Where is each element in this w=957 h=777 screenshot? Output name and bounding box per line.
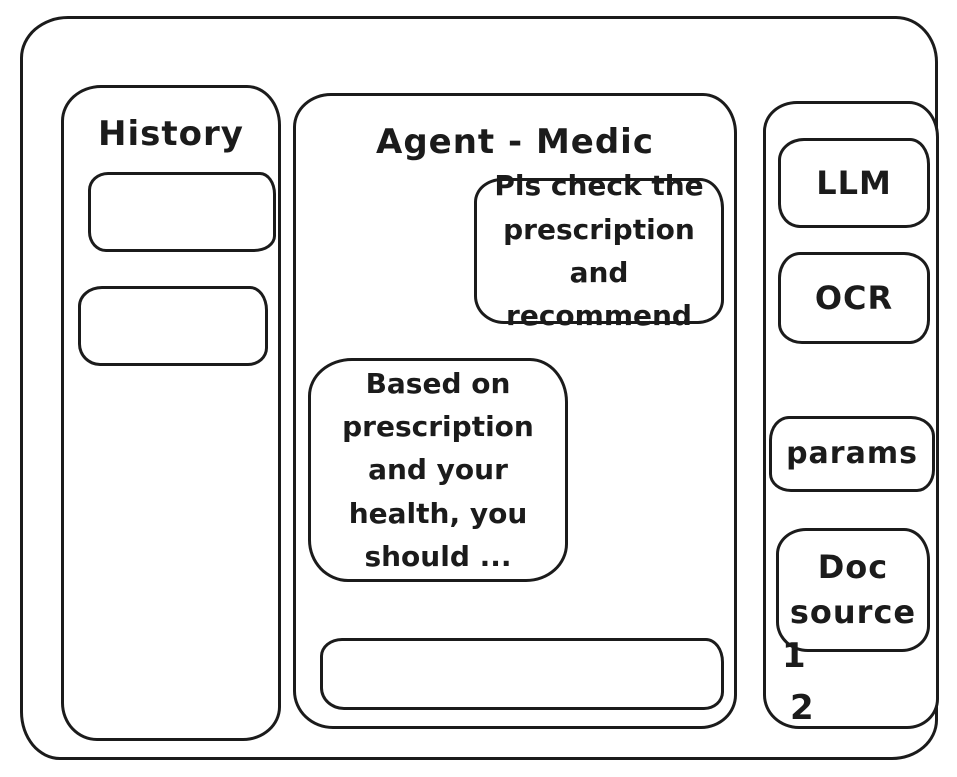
tools-sidebar: LLM OCR params Doc source 1 2	[763, 101, 939, 729]
ocr-button[interactable]: OCR	[778, 252, 930, 344]
chat-input[interactable]	[320, 638, 724, 710]
chat-panel: Agent - Medic Pls check the prescription…	[293, 93, 737, 729]
history-item[interactable]	[88, 172, 276, 252]
doc-source-item[interactable]: 1	[782, 636, 806, 676]
llm-button[interactable]: LLM	[778, 138, 930, 228]
history-item[interactable]	[78, 286, 268, 366]
history-title: History	[98, 114, 244, 154]
params-button[interactable]: params	[769, 416, 935, 492]
doc-source-button[interactable]: Doc source	[776, 528, 930, 652]
doc-source-item[interactable]: 2	[790, 688, 814, 728]
history-sidebar: History	[61, 85, 281, 741]
chat-title: Agent - Medic	[376, 122, 654, 162]
app-frame: History Agent - Medic Pls check the pres…	[20, 16, 939, 760]
assistant-message-bubble: Based on prescription and your health, y…	[308, 358, 568, 582]
user-message-bubble: Pls check the prescription and recommend	[474, 169, 724, 332]
